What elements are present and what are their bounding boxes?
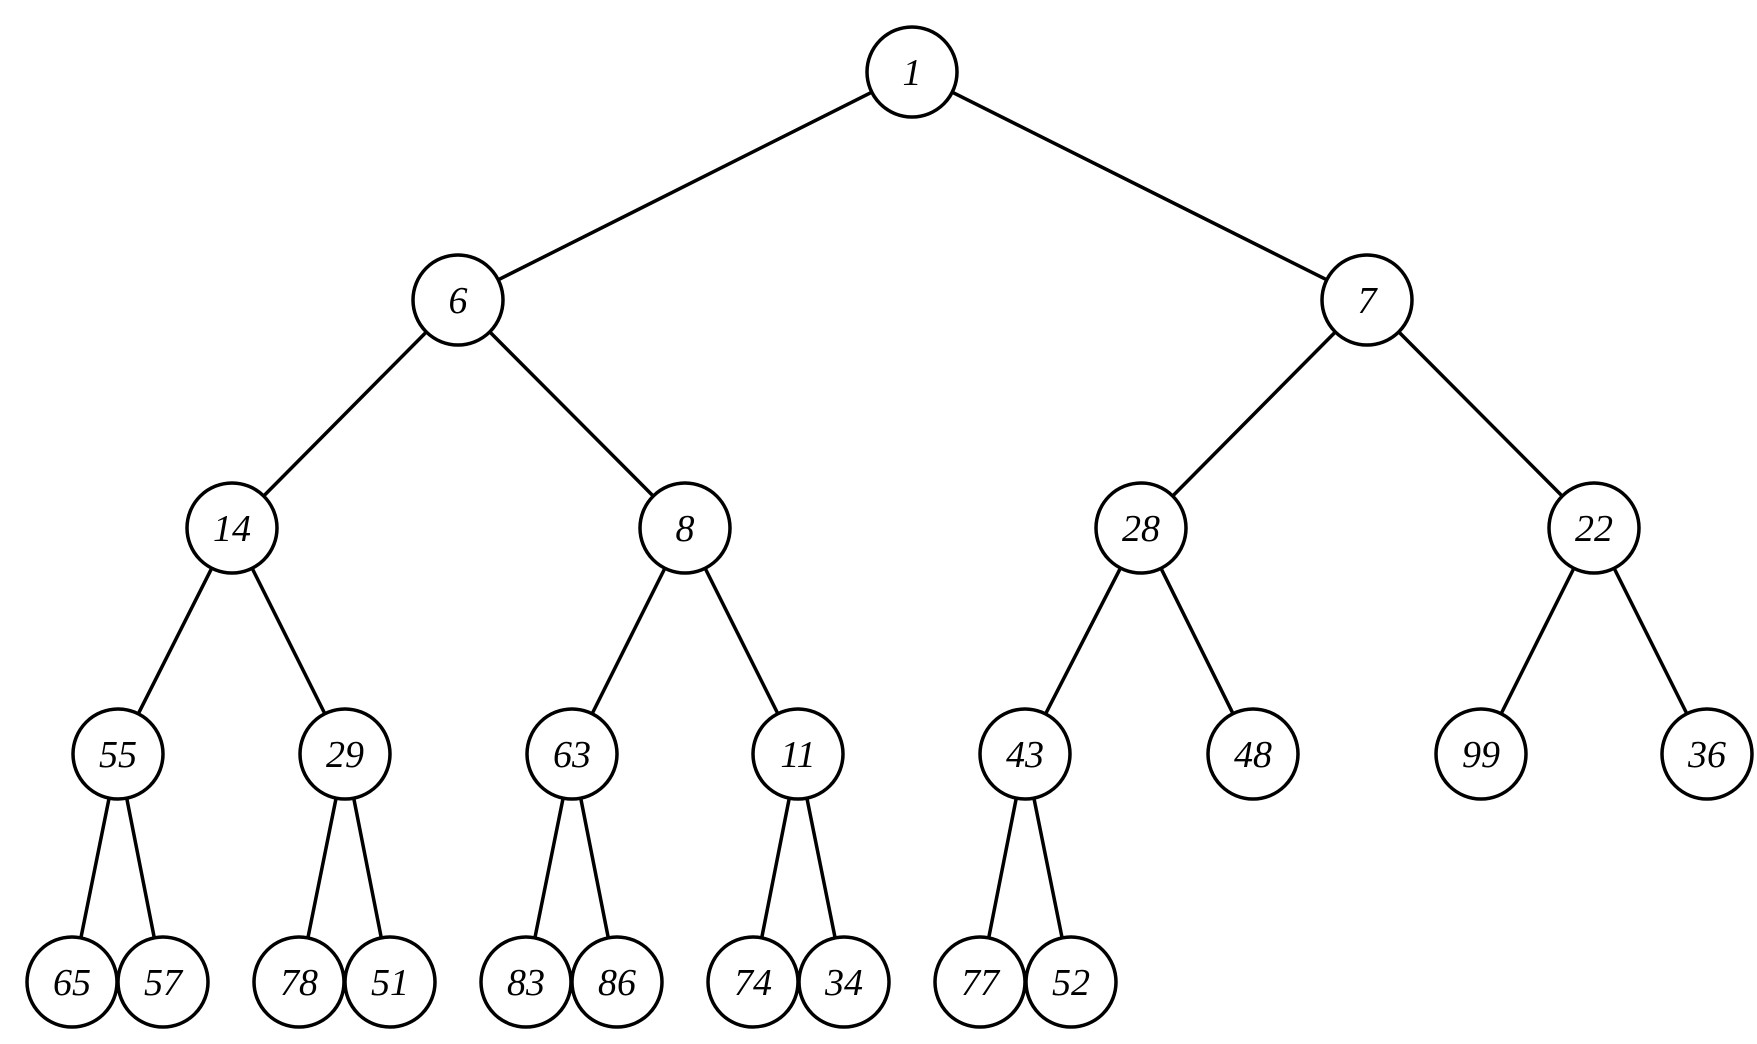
edge-n2-n5 [487,330,656,498]
node-label: 77 [961,962,1001,1004]
edge-n2-n4 [261,330,429,498]
node-circle [865,25,959,119]
tree-node: 99 [1434,707,1528,801]
edge-n6-n13 [1159,566,1235,716]
node-circle [978,707,1072,801]
tree-node: 83 [479,935,573,1029]
node-circle [343,935,437,1029]
node-circle [797,935,891,1029]
edge-n11-n22 [759,796,792,940]
tree-node: 63 [525,707,619,801]
node-circle [1320,253,1414,347]
tree-edges [79,90,1689,940]
node-label: 11 [780,734,815,776]
edge-n3-n7 [1396,330,1565,498]
edge-n12-n25 [1032,796,1064,940]
tree-node: 11 [751,707,845,801]
tree-nodes: 1 6 7 14 8 28 22 55 29 63 11 43 48 99 36 65 57 78 51 83 86 74… [25,25,1754,1029]
tree-node: 55 [71,707,165,801]
node-label: 86 [598,962,636,1004]
node-label: 65 [53,962,91,1004]
edge-n10-n21 [578,796,611,940]
tree-node: 57 [116,935,210,1029]
node-label: 51 [371,962,409,1004]
node-label: 57 [144,962,184,1004]
node-circle [71,707,165,801]
edge-n5-n10 [590,566,667,716]
tree-node: 22 [1547,481,1641,575]
node-circle [1434,707,1528,801]
node-label: 34 [824,962,863,1004]
tree-node: 52 [1024,935,1118,1029]
node-circle [1206,707,1300,801]
node-label: 74 [734,962,772,1004]
edge-n10-n20 [533,796,565,940]
edge-n7-n15 [1612,566,1689,716]
tree-node: 43 [978,707,1072,801]
tree-node: 29 [298,707,392,801]
tree-node: 28 [1094,481,1188,575]
node-circle [570,935,664,1029]
tree-node: 78 [252,935,346,1029]
edge-n7-n14 [1499,566,1576,716]
node-circle [185,481,279,575]
node-circle [525,707,619,801]
node-label: 28 [1122,508,1160,550]
node-label: 6 [449,280,468,322]
tree-node: 8 [638,481,732,575]
edge-n9-n19 [351,796,384,940]
node-circle [1547,481,1641,575]
node-label: 8 [676,508,695,550]
node-label: 14 [213,508,251,550]
edge-n9-n18 [306,796,338,940]
tree-node: 14 [185,481,279,575]
node-label: 36 [1687,734,1726,776]
edge-n6-n12 [1043,566,1123,716]
node-circle [116,935,210,1029]
node-circle [638,481,732,575]
tree-node: 6 [411,253,505,347]
node-circle [1094,481,1188,575]
edge-n4-n9 [250,566,327,716]
tree-node: 65 [25,935,119,1029]
node-label: 1 [903,52,922,94]
tree-node: 74 [706,935,800,1029]
node-label: 43 [1006,734,1044,776]
node-label: 22 [1575,508,1613,550]
edge-n8-n17 [124,796,157,940]
node-label: 52 [1052,962,1090,1004]
edge-n12-n24 [986,796,1019,940]
node-label: 48 [1234,734,1272,776]
node-label: 99 [1462,734,1500,776]
node-circle [751,707,845,801]
edge-n5-n11 [703,566,780,716]
node-label: 83 [507,962,545,1004]
tree-node: 77 [933,935,1027,1029]
tree-node: 34 [797,935,891,1029]
edge-n1-n3 [950,90,1329,282]
node-label: 78 [280,962,318,1004]
node-circle [1660,707,1754,801]
tree-node: 86 [570,935,664,1029]
node-circle [298,707,392,801]
edge-n11-n23 [805,796,837,940]
node-circle [1024,935,1118,1029]
tree-node: 1 [865,25,959,119]
node-circle [411,253,505,347]
tree-node: 48 [1206,707,1300,801]
edge-n3-n6 [1170,330,1338,498]
node-label: 63 [553,734,591,776]
edge-n4-n8 [136,566,214,716]
tree-node: 36 [1660,707,1754,801]
node-label: 55 [99,734,137,776]
edge-n1-n2 [496,90,874,282]
node-label: 29 [326,734,364,776]
node-label: 7 [1358,280,1379,322]
edge-n8-n16 [79,796,111,940]
tree-node: 7 [1320,253,1414,347]
tree-node: 51 [343,935,437,1029]
